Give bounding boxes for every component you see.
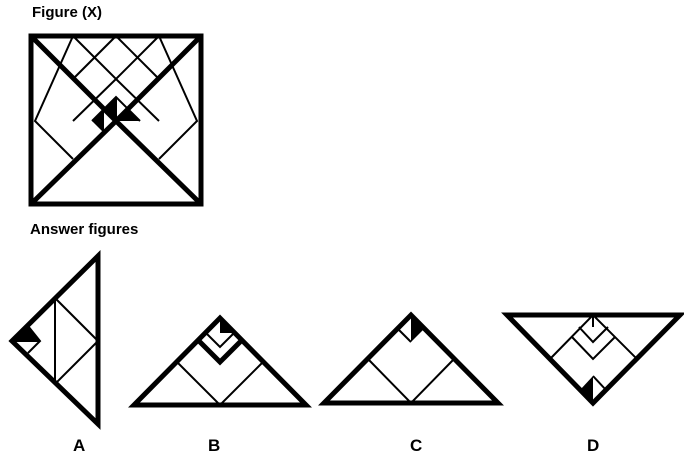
option-a-label: A — [73, 436, 86, 455]
figure-x-title: Figure (X) — [32, 4, 102, 21]
answer-figure-d[interactable] — [501, 312, 684, 407]
figure-x-black-triangle-right — [116, 109, 140, 121]
answer-figure-c[interactable] — [318, 311, 504, 406]
figure-x-black-triangle-left — [92, 109, 104, 133]
answer-figures-title: Answer figures — [30, 221, 139, 238]
figure-x — [28, 33, 204, 207]
option-b-label: B — [208, 436, 221, 455]
figure-x-black-triangle-upper — [104, 97, 116, 121]
figure-x-right-diamond — [158, 35, 199, 160]
figure-x-lower-right-diagonal — [114, 119, 203, 206]
option-d-label: D — [587, 436, 600, 455]
figure-x-top-chevron — [72, 35, 160, 81]
option-c-label: C — [410, 436, 423, 455]
figure-x-left-diamond — [33, 35, 74, 160]
figure-x-lower-left-diagonal — [29, 119, 118, 206]
answer-figure-b[interactable] — [128, 314, 312, 408]
answer-figure-a[interactable] — [8, 250, 101, 430]
